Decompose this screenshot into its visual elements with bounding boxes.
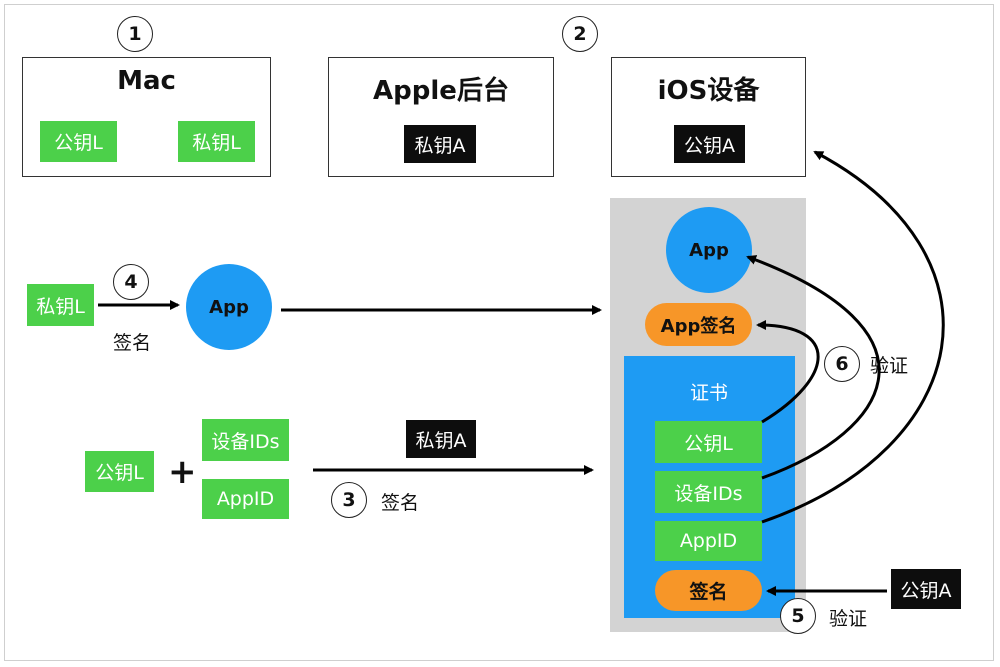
step-6-badge: 6 — [824, 346, 860, 382]
mac-box: Mac 公钥L 私钥L — [22, 57, 271, 177]
diagram-frame — [4, 4, 994, 661]
plus-sign: + — [168, 452, 197, 492]
cert-signature: 签名 — [655, 570, 762, 611]
cert-device-ids: 设备IDs — [655, 471, 762, 513]
arrow-deviceids-to-app — [746, 255, 881, 480]
step-5-badge: 5 — [780, 598, 816, 634]
arrow-publickey-to-app-signature — [756, 320, 820, 424]
cert-flow-private-key-a: 私钥A — [406, 420, 476, 458]
cert-flow-public-key-l: 公钥L — [85, 451, 154, 492]
package-app-circle: App — [666, 207, 752, 293]
mac-title: Mac — [117, 66, 176, 96]
cert-public-key-l: 公钥L — [655, 421, 762, 463]
ios-device-box: iOS设备 公钥A — [611, 57, 806, 177]
step-3-sign-label: 签名 — [381, 492, 420, 514]
mac-public-key-l: 公钥L — [40, 121, 117, 162]
cert-app-id: AppID — [655, 521, 762, 561]
mac-private-key-l: 私钥L — [178, 121, 255, 162]
mac-app-circle: App — [186, 264, 272, 350]
step-3-badge: 3 — [331, 482, 367, 518]
apple-backend-box: Apple后台 私钥A — [328, 57, 554, 177]
step-1-badge: 1 — [117, 16, 153, 52]
apple-private-key-a: 私钥A — [404, 125, 476, 163]
ios-device-title: iOS设备 — [657, 76, 760, 106]
step-4-badge: 4 — [113, 264, 149, 300]
sign-private-key-l: 私钥L — [27, 284, 94, 326]
ios-public-key-a: 公钥A — [674, 125, 745, 163]
package-app-signature: App签名 — [645, 303, 752, 346]
certificate-title: 证书 — [690, 382, 729, 404]
apple-backend-title: Apple后台 — [373, 76, 509, 106]
cert-flow-app-id: AppID — [202, 479, 289, 519]
step-2-badge: 2 — [562, 16, 598, 52]
step-4-sign-label: 签名 — [113, 332, 152, 354]
arrow-appid-to-ios-device — [761, 150, 945, 524]
verify-public-key-a: 公钥A — [891, 569, 961, 609]
step-5-verify-label: 验证 — [829, 608, 868, 630]
cert-flow-device-ids: 设备IDs — [202, 419, 289, 461]
